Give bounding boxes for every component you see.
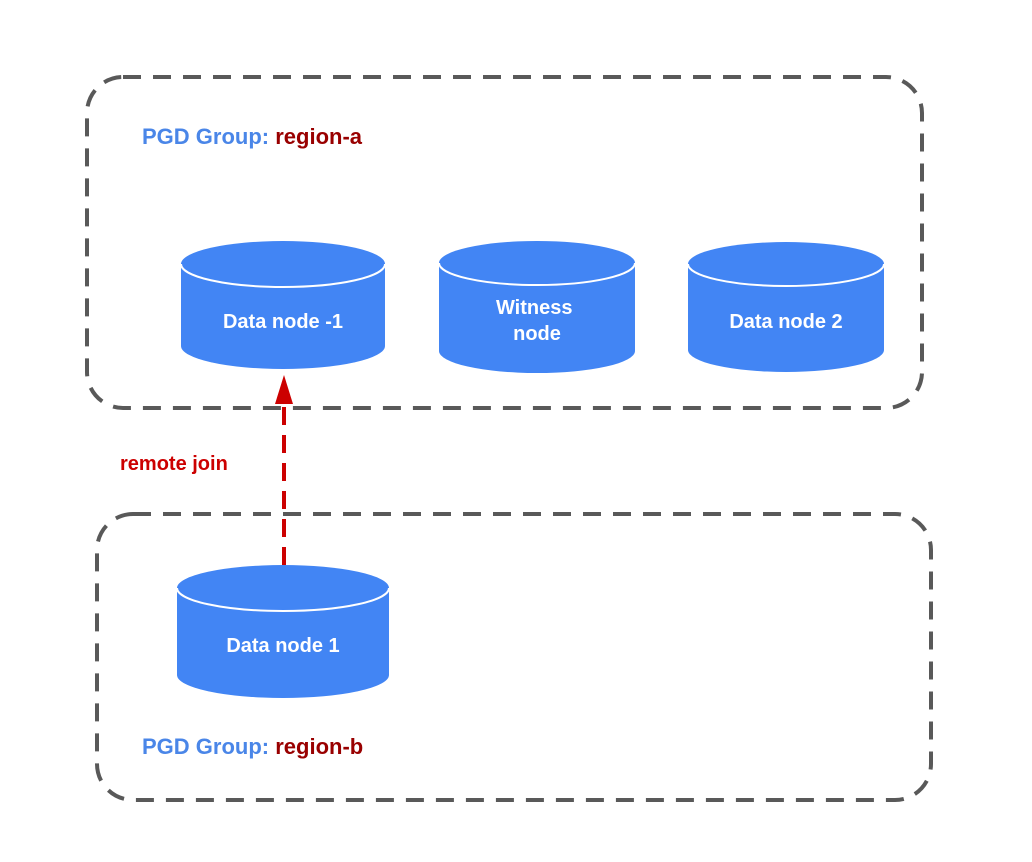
database-cylinder-rim bbox=[176, 587, 390, 612]
edge-remote-join: remote join bbox=[120, 375, 293, 565]
group-region-b-label: PGD Group: region-b bbox=[142, 734, 363, 759]
node-label-line: Data node 2 bbox=[729, 311, 842, 333]
node-data-node-minus-1: Data node -1 bbox=[180, 241, 386, 369]
remote-join-label: remote join bbox=[120, 453, 228, 475]
group-region-b-prefix: PGD Group: bbox=[142, 734, 275, 759]
database-cylinder-icon bbox=[688, 242, 884, 372]
node-label-line: Data node -1 bbox=[223, 311, 343, 333]
group-region-a: PGD Group: region-a bbox=[85, 75, 924, 410]
group-region-a-label: PGD Group: region-a bbox=[142, 124, 363, 149]
database-cylinder-icon bbox=[439, 241, 635, 373]
node-label-line: Data node 1 bbox=[226, 635, 339, 657]
node-label: Data node 1 bbox=[226, 635, 339, 657]
arrowhead-icon bbox=[275, 375, 293, 404]
node-label: Witness node bbox=[496, 297, 578, 345]
node-data-node-1: Data node 1 bbox=[176, 565, 390, 698]
group-region-b-name: region-b bbox=[275, 734, 363, 759]
node-label: Data node -1 bbox=[223, 311, 343, 333]
node-label: Data node 2 bbox=[729, 311, 842, 333]
group-region-b: PGD Group: region-b bbox=[95, 512, 933, 802]
database-cylinder-icon bbox=[181, 241, 385, 369]
node-witness: Witness node bbox=[438, 241, 636, 373]
database-cylinder-icon bbox=[177, 565, 389, 698]
node-label-line: node bbox=[513, 323, 561, 345]
group-region-a-name: region-a bbox=[275, 124, 363, 149]
node-data-node-2: Data node 2 bbox=[687, 242, 885, 372]
group-region-a-border bbox=[85, 75, 924, 410]
database-cylinder-rim bbox=[438, 262, 636, 286]
database-cylinder-rim bbox=[687, 263, 885, 287]
node-label-line: Witness bbox=[496, 297, 573, 319]
database-cylinder-rim bbox=[180, 263, 386, 288]
group-region-a-prefix: PGD Group: bbox=[142, 124, 275, 149]
group-region-b-border bbox=[95, 512, 933, 802]
